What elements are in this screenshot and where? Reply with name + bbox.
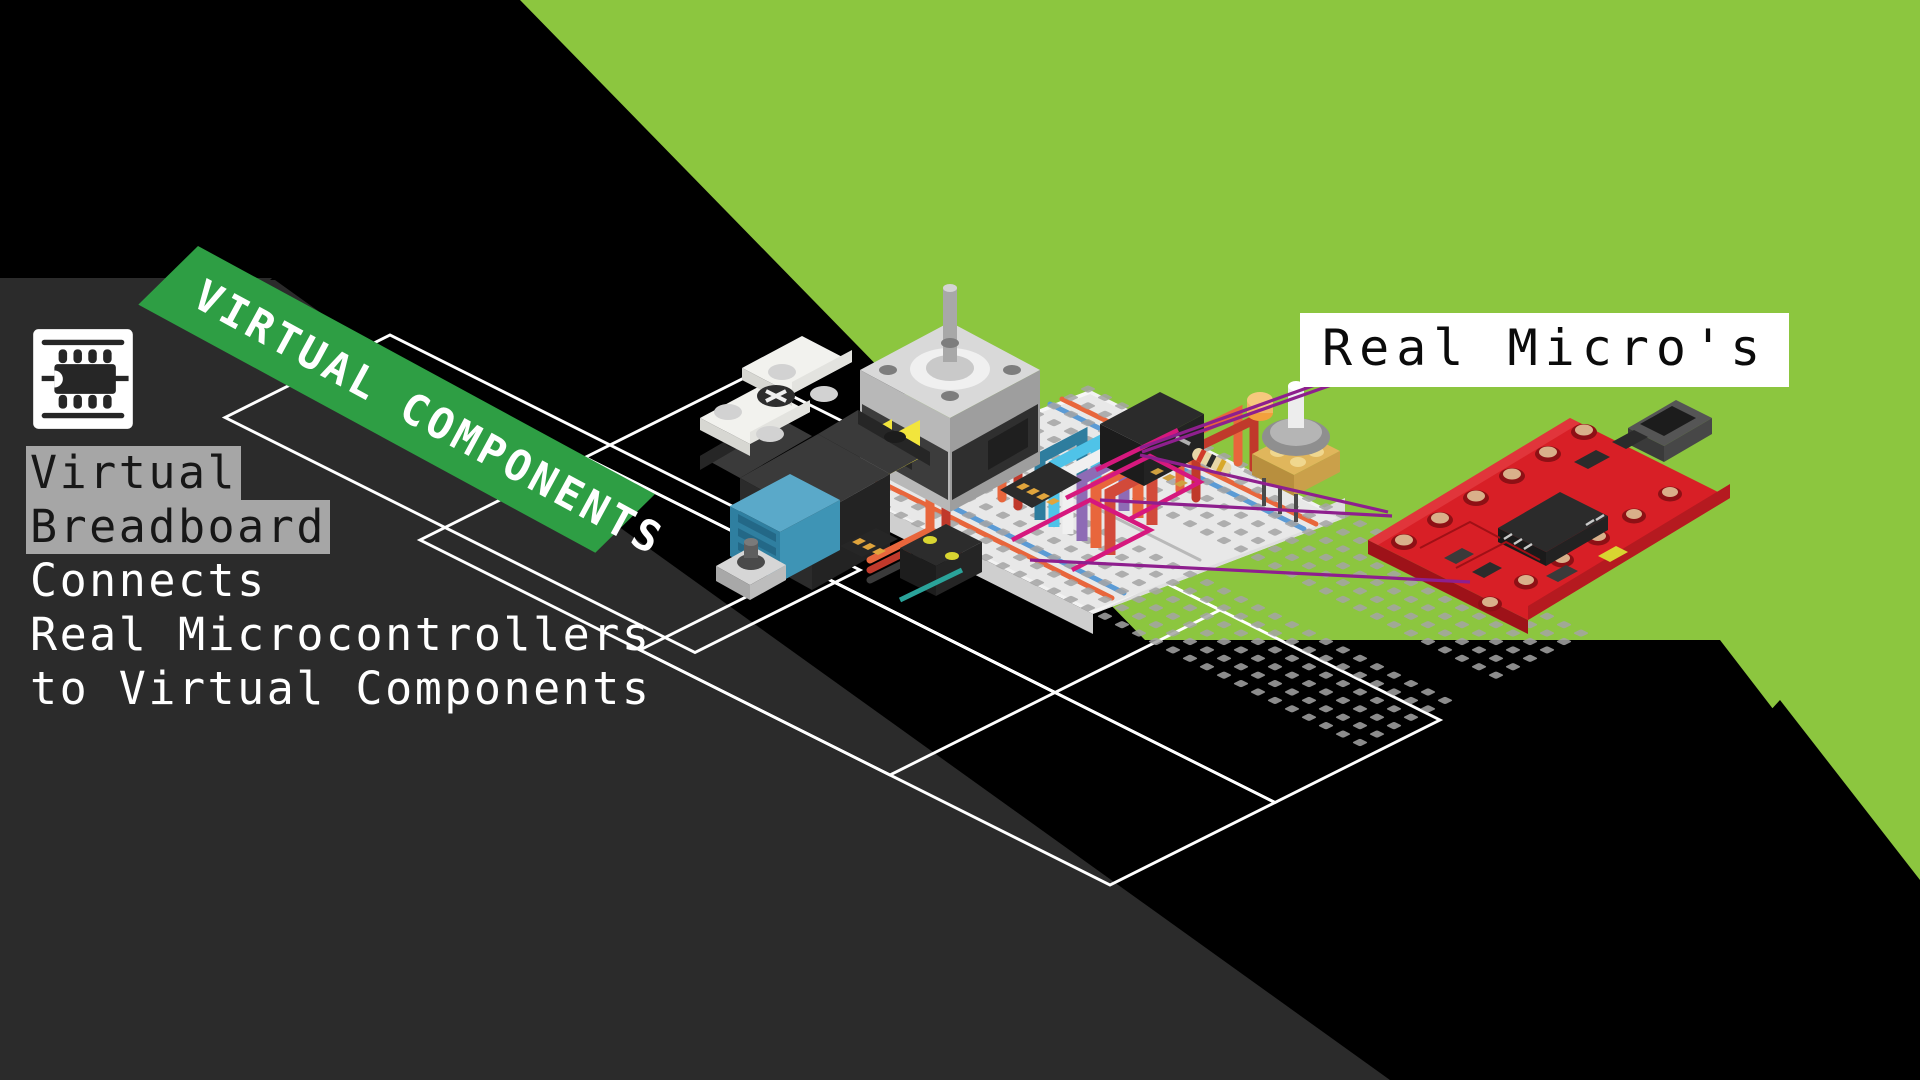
breadboard-traces xyxy=(1010,427,1205,573)
pushbutton xyxy=(716,538,786,600)
stepper-motor xyxy=(860,284,1082,512)
breadboard-trace-teal xyxy=(898,567,964,603)
wire-diamond-left xyxy=(221,333,864,655)
headline-line-1: Virtual xyxy=(26,446,242,500)
servo-motor xyxy=(700,336,964,590)
headline-line-3: Connects xyxy=(30,554,267,607)
headline-line-2: Breadboard xyxy=(26,500,330,554)
headline-line-4: Real Microcontrollers xyxy=(30,608,652,661)
servo-horn xyxy=(700,336,852,456)
black-mask-lower-right xyxy=(1430,700,1920,1080)
pro-micro-board xyxy=(1368,400,1730,634)
real-micros-label: Real Micro's xyxy=(1300,313,1790,387)
headline-line-5: to Virtual Components xyxy=(30,662,652,715)
ic-chip-icon xyxy=(33,329,133,429)
wire-diamond-bottom xyxy=(636,565,1279,887)
real-micros-label-text: Real Micro's xyxy=(1322,319,1768,377)
